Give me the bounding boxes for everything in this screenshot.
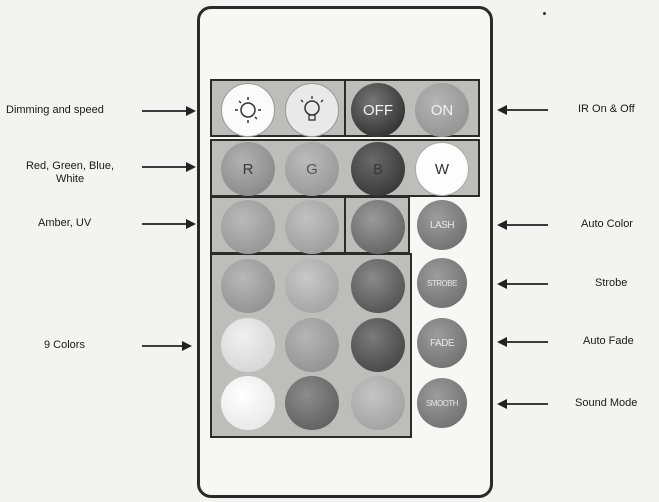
label-nine-colors: 9 Colors [44,339,85,351]
label-rgbw: Red, Green, Blue, White [14,160,126,186]
label-rgbw-line1: Red, Green, Blue, [25,160,115,172]
color-6-button[interactable] [351,318,405,372]
amber-button[interactable] [221,200,275,254]
color-8-button[interactable] [285,376,339,430]
fade-button[interactable]: FADE [417,318,467,368]
color-9-button[interactable] [351,376,405,430]
label-strobe: Strobe [595,277,628,289]
section-divider [344,196,346,254]
color-3-button[interactable] [351,259,405,313]
label-auto-fade: Auto Fade [583,335,634,347]
color-button[interactable] [351,200,405,254]
label-auto-color: Auto Color [581,218,633,230]
color-5-button[interactable] [285,318,339,372]
brightness-up-button[interactable] [221,83,275,137]
label-ir-on-off: IR On & Off [578,103,635,115]
label-dimming-speed: Dimming and speed [6,104,104,116]
label-rgbw-line2: White [55,173,85,185]
sun-icon [235,97,261,123]
color-1-button[interactable] [221,259,275,313]
color-2-button[interactable] [285,259,339,313]
speck [543,12,546,15]
color-4-button[interactable] [221,318,275,372]
label-amber-uv: Amber, UV [38,217,92,229]
section-divider [344,79,346,137]
label-sound-mode: Sound Mode [575,397,638,409]
uv-button[interactable] [285,200,339,254]
bulb-icon [300,96,324,121]
color-7-button[interactable] [221,376,275,430]
brightness-down-button[interactable] [285,83,339,137]
